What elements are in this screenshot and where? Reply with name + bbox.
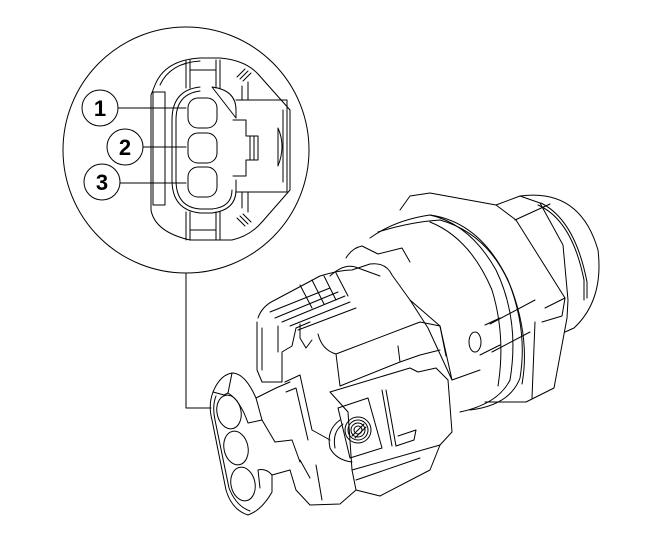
pin-cavity-2	[187, 132, 218, 164]
locking-latch	[328, 367, 453, 497]
detail-view: 1 2 3	[62, 26, 310, 274]
pin-callout-3: 3	[83, 163, 121, 201]
locking-latch-detail	[232, 81, 288, 213]
pin-label-3: 3	[96, 170, 108, 195]
connector-top-ribs	[257, 245, 441, 331]
connector-face-detail	[150, 57, 291, 241]
threaded-end	[519, 194, 600, 333]
pin-cavity-1	[187, 97, 218, 129]
sensor-assembly	[369, 192, 600, 413]
front-pin-3	[230, 466, 256, 502]
pin-cavity-3	[187, 166, 218, 198]
detail-leader-line	[185, 272, 212, 409]
pin-callout-2: 2	[106, 128, 144, 166]
sensor-body	[369, 214, 525, 413]
pin-label-2: 2	[119, 135, 131, 160]
hex-nut	[399, 192, 569, 403]
screw-icon	[344, 416, 372, 444]
pin-label-1: 1	[94, 96, 106, 121]
pin-cavities	[187, 97, 218, 198]
pin-callout-1: 1	[81, 89, 119, 127]
callout-leaders	[117, 107, 187, 184]
connector-housing	[256, 245, 481, 506]
front-pin-2	[223, 430, 249, 466]
front-pin-cavities	[216, 394, 256, 502]
front-pin-1	[216, 394, 242, 430]
connector-front-face	[209, 372, 291, 516]
